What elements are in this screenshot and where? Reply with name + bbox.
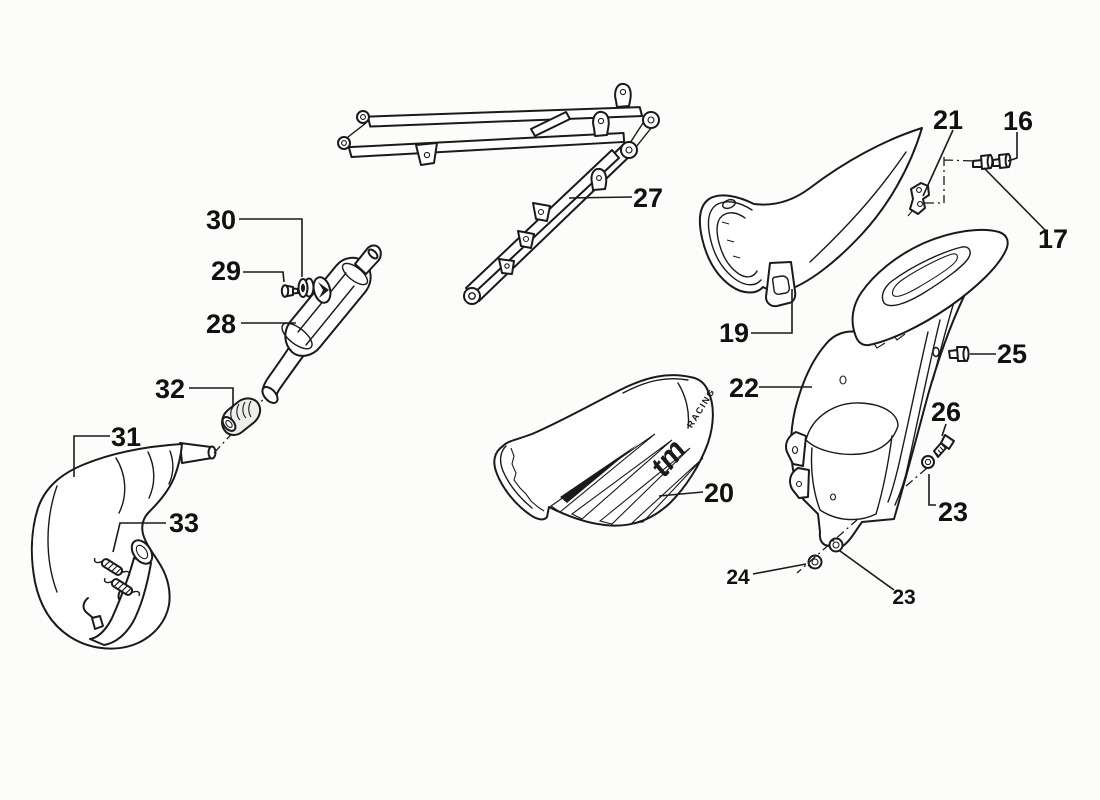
subframe-eyelet-left-1 <box>356 110 370 124</box>
leader-31 <box>73 435 110 477</box>
subframe-eyelet-left-2 <box>337 136 351 150</box>
leader-17 <box>983 167 1046 231</box>
silencer-grommet-30 <box>297 277 315 298</box>
screw-26 <box>933 434 955 458</box>
leader-29 <box>243 271 285 283</box>
fender-side-tab-2 <box>789 467 810 499</box>
subframe-eyelet-right-2 <box>620 141 638 159</box>
callout-27: 27 <box>633 183 663 213</box>
subframe-tube-upper <box>366 106 644 128</box>
subframe-eyelet-bottom <box>463 287 481 305</box>
callout-28: 28 <box>206 309 236 339</box>
silencer-mount-boss <box>312 276 332 304</box>
header-pipe <box>89 557 152 646</box>
rear-subframe-art <box>337 82 660 305</box>
leader-26 <box>941 423 947 437</box>
callout-33: 33 <box>169 508 199 538</box>
seat20-stripes <box>550 433 704 525</box>
exhaust-chamber-art <box>30 442 217 650</box>
fender-screw-hole <box>932 346 940 358</box>
fender-collar <box>805 402 899 521</box>
callout-20: 20 <box>704 478 734 508</box>
spring-2 <box>103 577 141 597</box>
leader-23-upper <box>928 474 936 506</box>
chamber-body <box>30 443 183 650</box>
callout-23-lower: 23 <box>892 586 915 609</box>
seat-side-seam <box>809 151 907 263</box>
seat-bracket-plate <box>909 182 930 215</box>
callout-32: 32 <box>155 374 185 404</box>
seat-latch-hole <box>722 198 736 210</box>
subframe-ear-tab-3 <box>590 167 608 191</box>
seat-body <box>698 127 923 294</box>
spring-1 <box>93 557 131 577</box>
washer-23-lower <box>828 537 844 553</box>
callout-22: 22 <box>729 373 759 403</box>
exhaust-joint-art <box>221 397 262 436</box>
callout-labels: 16 17 19 20 21 22 23 23 24 25 26 27 28 2… <box>111 105 1068 609</box>
callout-30: 30 <box>206 205 236 235</box>
fender-side-tab-1 <box>785 431 807 467</box>
callout-17: 17 <box>1038 224 1068 254</box>
subframe-rail-tab-2 <box>517 230 535 249</box>
seat20-stripe-filled <box>560 444 638 503</box>
fender-rib-lines <box>887 301 955 506</box>
leader-19 <box>751 289 793 334</box>
seat-bracket-art <box>907 182 930 217</box>
leader-21 <box>922 129 954 197</box>
leader-lines <box>73 129 1046 591</box>
silencer-art <box>261 244 382 404</box>
chamber-seams <box>47 450 174 593</box>
nut-24 <box>807 554 823 570</box>
silencer-body <box>284 256 372 357</box>
callout-24: 24 <box>726 566 750 589</box>
callout-26: 26 <box>931 397 961 427</box>
callout-16: 16 <box>1003 106 1033 136</box>
leader-24 <box>752 563 807 575</box>
rear-fender-art <box>785 228 1009 547</box>
callout-25: 25 <box>997 339 1027 369</box>
leader-30 <box>239 218 303 277</box>
leader-27 <box>568 196 633 199</box>
subframe-center-tab <box>415 142 438 166</box>
silencer-mount-arrow <box>318 282 329 298</box>
seat20-edge-piping <box>622 377 690 429</box>
chamber-hanger-tab <box>91 615 104 630</box>
leader-23-lower <box>839 550 895 591</box>
seat-racing-art: tm RACING <box>493 374 717 527</box>
leader-32 <box>189 387 234 407</box>
leader-20 <box>658 491 704 497</box>
seat20-jagged-edge <box>510 447 545 512</box>
subframe-eyelet-right-1 <box>642 111 660 129</box>
fender-slot-recess <box>881 246 971 307</box>
seat-pan-inner <box>716 212 758 278</box>
alignment-lines <box>796 157 977 574</box>
subframe-tube-lower <box>347 131 626 158</box>
seat20-body <box>493 374 714 527</box>
subframe-rail-tab-1 <box>532 202 551 222</box>
chamber-spring-hook-1 <box>82 597 94 619</box>
callout-23-upper: 23 <box>938 497 968 527</box>
fender-hardware-art <box>807 346 970 570</box>
subframe-ear-tab-1 <box>614 82 632 108</box>
subframe-brace <box>530 111 571 137</box>
joint-ribs <box>230 400 252 422</box>
exhaust-springs-art <box>93 557 141 597</box>
seat20-nose-inner <box>499 445 533 509</box>
subframe-rail-tab-3 <box>498 258 515 275</box>
fender-top-blade <box>851 228 1009 347</box>
leader-33 <box>112 522 166 553</box>
seat-bottom-bracket <box>765 261 797 308</box>
fender-slot <box>891 253 958 297</box>
callout-29: 29 <box>211 256 241 286</box>
seat-screws-art <box>972 152 1012 170</box>
callout-21: 21 <box>933 105 963 135</box>
callout-31: 31 <box>111 422 141 452</box>
washer-26 <box>921 455 935 469</box>
leader-16 <box>1007 132 1018 162</box>
seat-art <box>698 127 923 308</box>
callout-19: 19 <box>719 318 749 348</box>
